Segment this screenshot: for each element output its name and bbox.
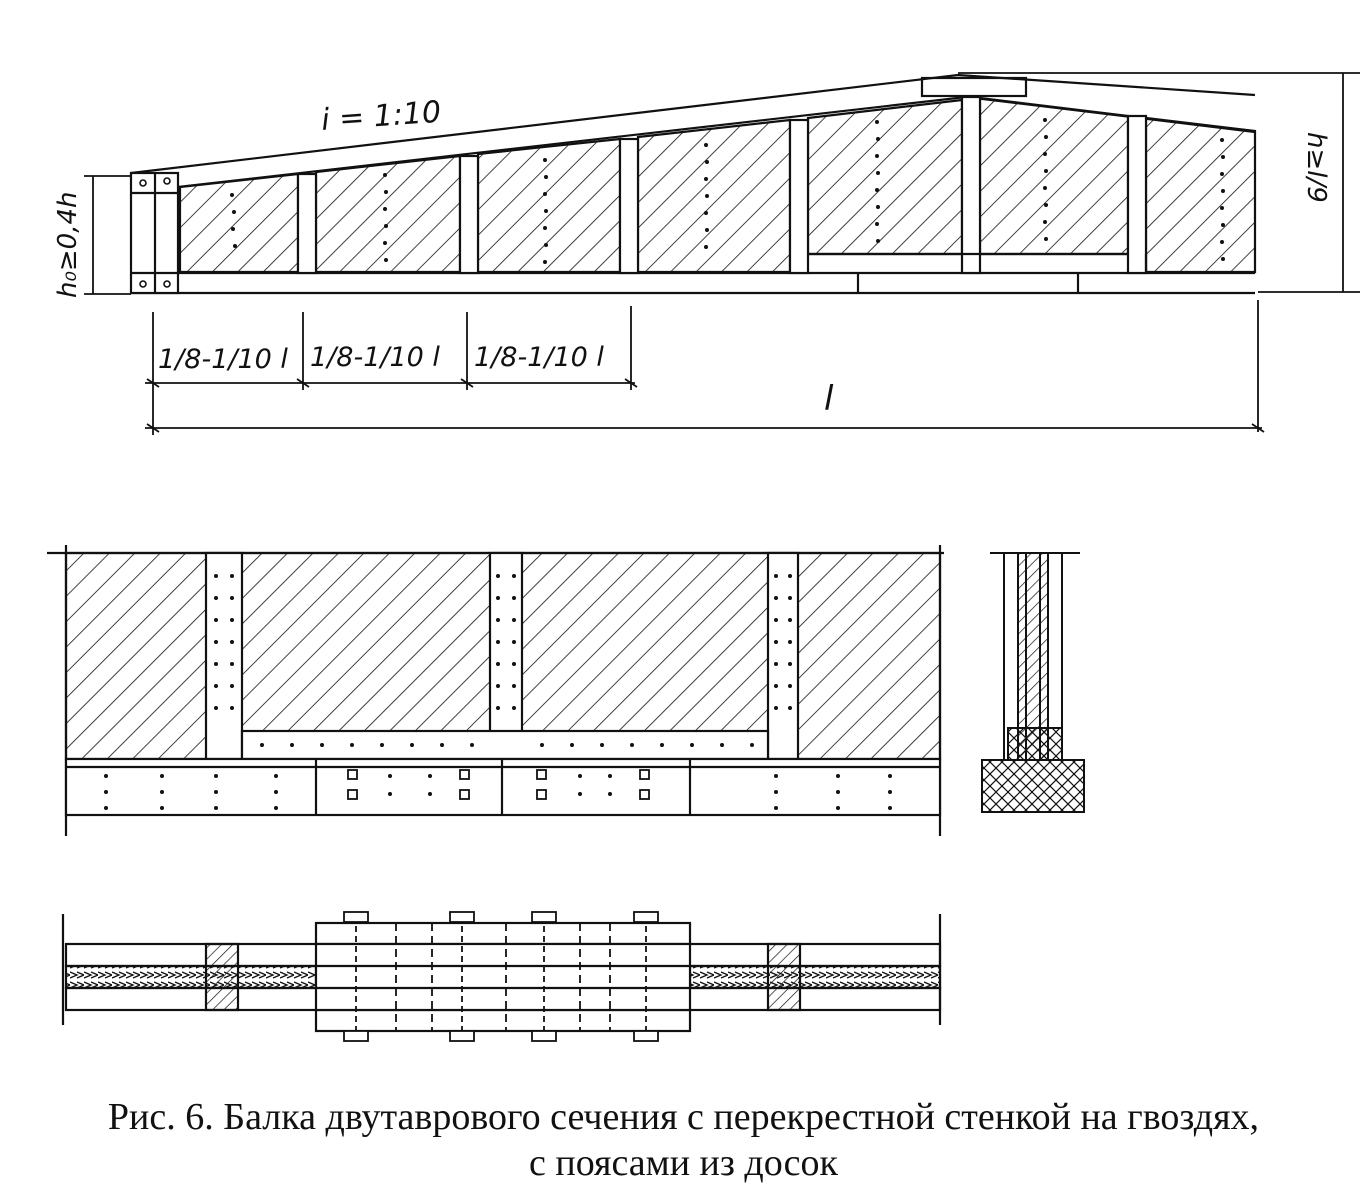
caption-line-2: с поясами из досок: [529, 1142, 838, 1184]
web-panel: [178, 172, 300, 274]
splice-detail-elevation: [47, 545, 944, 836]
web-panel: [806, 98, 964, 256]
h-label: h≥l/9: [1301, 132, 1331, 203]
web-panel: [476, 137, 622, 274]
web-panel: [1144, 116, 1257, 274]
dimension-lines: [84, 72, 1360, 435]
cross-section: [981, 552, 1085, 813]
stiffener: [204, 551, 244, 761]
span-label: l: [824, 379, 834, 419]
stiffener: [488, 551, 524, 761]
top-chord-upper: [130, 73, 1256, 175]
caption-line-1: Рис. 6. Балка двутаврового сечения с пер…: [107, 1096, 1260, 1138]
figure-caption: Рис. 6. Балка двутаврового сечения с пер…: [0, 1094, 1367, 1186]
h0-label: h₀≥0,4h: [53, 191, 83, 298]
ridge-plate: [920, 76, 1028, 98]
panel-label-2: 1/8-1/10 l: [310, 342, 440, 373]
stiffener: [458, 154, 480, 275]
stiffener: [960, 95, 982, 275]
beam-drawing: i = 1:10 h₀≥0,4h h≥l/9 1/8-1/10 l 1/8-1/…: [47, 72, 1360, 1042]
stiffener: [618, 137, 640, 275]
stiffener: [788, 118, 810, 275]
detail-nails: [104, 574, 892, 810]
beam-elevation: [129, 73, 1257, 295]
bolts-plan: [343, 911, 659, 1042]
web-panel: [314, 154, 462, 274]
bolt-squares: [347, 769, 650, 800]
splice-plan: [61, 914, 942, 1033]
panel-label-3: 1/8-1/10 l: [474, 342, 604, 373]
stiffener: [766, 551, 800, 761]
stiffener: [296, 172, 318, 275]
stiffener: [1126, 114, 1148, 275]
nail-lines: [230, 118, 1225, 264]
splice-strip: [240, 729, 770, 761]
slope-label: i = 1:10: [320, 95, 442, 138]
web-panel: [978, 96, 1130, 256]
panel-label-1: 1/8-1/10 l: [158, 344, 288, 375]
splice-plate-top: [314, 921, 692, 946]
web-panel: [636, 118, 792, 274]
splice-plate-bottom: [314, 1008, 692, 1033]
